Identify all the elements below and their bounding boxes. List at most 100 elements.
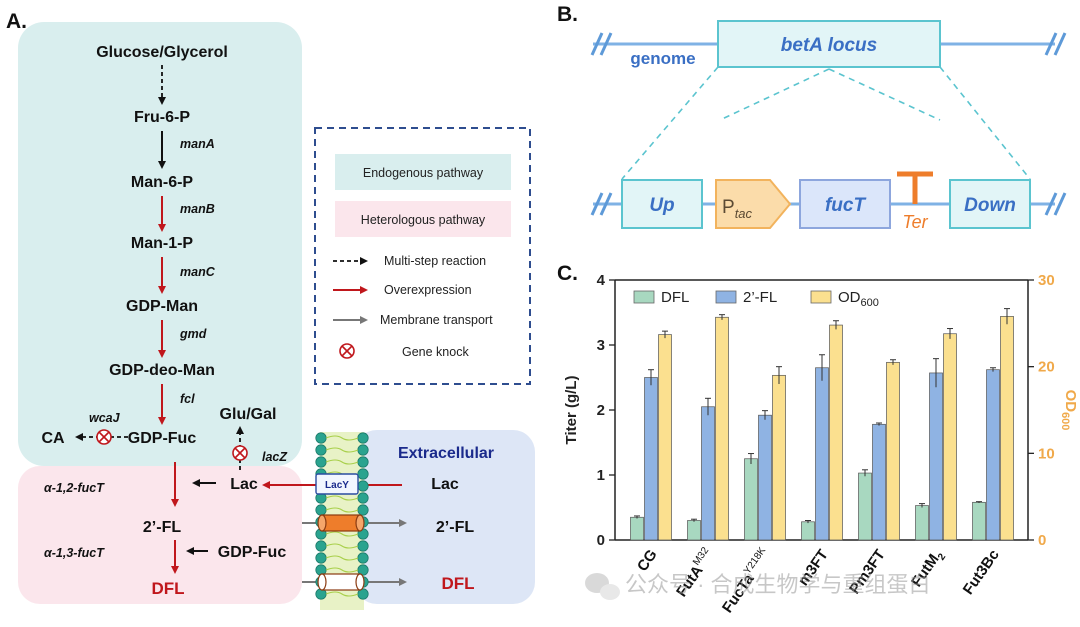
y-axis-label-right: OD600 — [1059, 390, 1079, 431]
x-tick-label-sub: 2 — [936, 551, 948, 562]
lipid-tail — [325, 567, 359, 573]
enzyme-gmd: gmd — [179, 327, 207, 341]
x-tick-label-sup: M32 — [691, 545, 711, 568]
extracellular-region — [355, 430, 535, 604]
up-box — [621, 179, 703, 229]
bar — [758, 414, 772, 541]
legend-label-main: 2’-FL — [743, 289, 777, 306]
node-2fl-out: 2’-FL — [436, 519, 474, 536]
node-ca: CA — [41, 430, 65, 447]
node-dfl-in: DFL — [151, 579, 184, 598]
watermark: 公众号 · 合成生物学与重组蛋白 — [585, 572, 931, 600]
lipid-head — [357, 552, 369, 564]
enzyme-wcaj: wcaJ — [89, 411, 121, 425]
y-axis-label-right-sub: 600 — [1059, 412, 1071, 430]
lipid-head — [357, 444, 369, 456]
enzyme-fcl: fcl — [180, 392, 195, 406]
legend-label-main: DFL — [661, 289, 689, 306]
x-tick-label-main: CG — [634, 547, 661, 575]
node-lac-out: Lac — [431, 476, 459, 493]
lipid-head — [315, 432, 327, 444]
bar — [815, 367, 829, 541]
genome-label: genome — [630, 49, 695, 68]
endogenous-region — [18, 22, 302, 466]
x-tick-label: CG — [634, 547, 661, 575]
betA-locus-label: betA locus — [781, 35, 877, 56]
export-channel-dfl — [317, 573, 365, 591]
node-2fl-in: 2’-FL — [143, 519, 181, 536]
lipid-head — [357, 480, 369, 492]
down-label: Down — [964, 195, 1016, 216]
lipid-head — [315, 504, 327, 516]
bar — [630, 516, 644, 541]
bar — [886, 361, 900, 541]
legend-panel-a: Endogenous pathway Heterologous pathway … — [314, 127, 531, 385]
membrane: LacY — [315, 432, 369, 610]
node-dfl-out: DFL — [441, 574, 474, 593]
y-tick-label-right: 10 — [1038, 445, 1055, 462]
genome-break-marks — [590, 32, 1067, 56]
legend-knock: Gene knock — [402, 345, 469, 359]
ter-label: Ter — [902, 212, 928, 232]
lipid-tail — [325, 495, 359, 501]
legend-endogenous: Endogenous pathway — [363, 166, 484, 180]
lipid-head — [315, 552, 327, 564]
legend-label-sub: 600 — [861, 297, 879, 309]
terminator-icon — [897, 171, 933, 204]
bar — [915, 505, 929, 541]
panel-b: B. genome betA locus Up Ptac fucT — [557, 3, 1067, 232]
lipid-head — [357, 540, 369, 552]
lipid-head — [315, 456, 327, 468]
legend-endogenous-swatch — [335, 154, 511, 190]
construct-break-marks — [590, 192, 1067, 216]
bar — [801, 521, 815, 541]
panel-a: A. Glucose/Glycerol Fru-6-P Man-6-P Man-… — [6, 10, 535, 610]
bar — [986, 369, 1000, 541]
fuct-label: fucT — [825, 195, 867, 216]
bar — [715, 316, 729, 541]
export-channel-2fl — [317, 514, 365, 532]
knock-lacz-icon — [232, 445, 248, 461]
lipid-head — [357, 504, 369, 516]
y-tick-label-right: 20 — [1038, 359, 1055, 376]
panel-c-label: C. — [557, 262, 578, 285]
node-gdpdeoman: GDP-deo-Man — [109, 362, 215, 379]
legend-heterologous-swatch — [335, 201, 511, 237]
lipid-head — [357, 456, 369, 468]
lipid-tail — [325, 459, 359, 465]
enzyme-manb: manB — [180, 202, 215, 216]
lipid-head — [357, 492, 369, 504]
y-tick-label-left: 4 — [597, 272, 606, 289]
y-axis-label-left: Titer (g/L) — [563, 376, 580, 445]
fuct-box — [799, 179, 891, 229]
bar — [658, 334, 672, 541]
lipid-head — [315, 444, 327, 456]
legend-swatch — [715, 290, 737, 304]
betA-locus-box — [717, 20, 941, 68]
svg-text:Ptac: Ptac — [722, 197, 753, 221]
knock-wcaj-icon — [96, 429, 112, 445]
legend-knock-icon — [339, 343, 355, 359]
lacy-transporter — [315, 473, 359, 495]
legend-label: 2’-FL — [743, 289, 777, 306]
lipid-tail — [325, 435, 359, 441]
node-gdpfuc: GDP-Fuc — [128, 430, 197, 447]
bar — [744, 458, 758, 541]
y-tick-label-right: 30 — [1038, 272, 1055, 289]
bar — [701, 406, 715, 541]
bar — [829, 324, 843, 541]
node-man6p: Man-6-P — [131, 174, 194, 191]
x-tick-label-main: Fut3Bc — [960, 547, 1003, 598]
lipid-head — [315, 540, 327, 552]
watermark-text: 公众号 · 合成生物学与重组蛋白 — [625, 572, 931, 597]
lipid-tail — [325, 531, 359, 537]
node-gdpman: GDP-Man — [126, 298, 198, 315]
enzyme-fuct-13: α-1,3-fucT — [44, 546, 105, 560]
lipid-tail — [325, 543, 359, 549]
lipid-head — [357, 432, 369, 444]
ptac-sub: tac — [735, 206, 753, 221]
legend-label-main: OD — [838, 289, 861, 306]
bar — [1000, 316, 1014, 541]
